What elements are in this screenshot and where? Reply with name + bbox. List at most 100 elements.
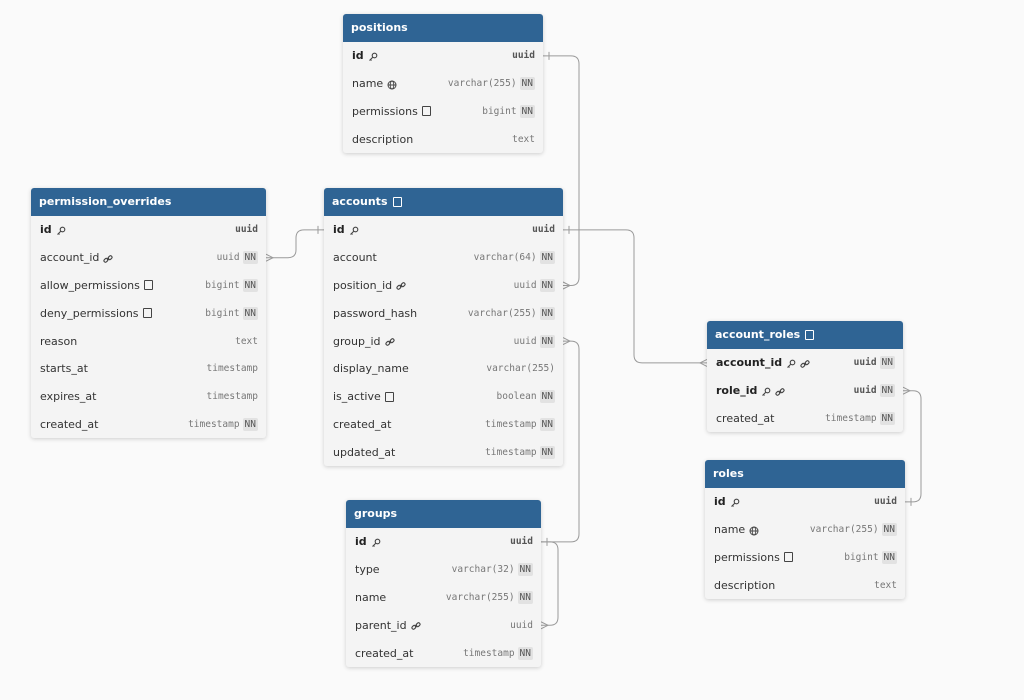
column-name: permissions [714, 551, 793, 564]
not-null-badge: NN [519, 77, 535, 91]
column-type: bigint [482, 105, 517, 117]
note-icon [783, 552, 793, 563]
column-type: uuid [513, 279, 537, 291]
column-name-text: created_at [333, 417, 392, 431]
link-accounts-accountroles [563, 229, 707, 364]
not-null-badge: NN [517, 563, 533, 577]
column-type: timestamp [206, 391, 258, 403]
column-name-text: role_id [716, 384, 758, 398]
table-header[interactable]: accounts [324, 188, 563, 216]
not-null-badge: NN [539, 334, 555, 348]
table-name: account_roles [715, 328, 801, 341]
key-icon [56, 226, 66, 236]
column-name: created_at [333, 418, 391, 431]
not-null-badge: NN [539, 445, 555, 459]
column-type: uuid [216, 252, 240, 264]
column-name-text: id [714, 495, 726, 509]
column-name-text: permissions [352, 104, 418, 118]
many-marker [902, 386, 912, 395]
column-row[interactable]: id uuid [705, 488, 905, 516]
table-header[interactable]: permission_overrides [31, 188, 266, 216]
column-name-text: expires_at [40, 390, 97, 404]
link-icon [396, 281, 406, 291]
link-accounts-overrides [266, 229, 324, 259]
table-name: accounts [332, 195, 388, 208]
column-name-text: name [714, 523, 746, 537]
not-null-badge: NN [539, 390, 555, 404]
key-icon [368, 52, 378, 62]
table-header[interactable]: roles [705, 460, 905, 488]
column-type: timestamp [463, 647, 515, 659]
column-name-text: reason [40, 334, 78, 348]
column-name-text: id [40, 223, 52, 237]
many-marker [265, 253, 275, 262]
column-name: name [352, 77, 397, 90]
not-null-badge: NN [539, 306, 555, 320]
column-row[interactable]: id uuid [324, 216, 563, 244]
column-type: uuid [532, 224, 555, 236]
column-name: allow_permissions [40, 279, 153, 292]
column-name-text: created_at [716, 411, 775, 425]
table-header[interactable]: groups [346, 500, 541, 528]
column-type: bigint [844, 551, 879, 563]
column-name: account_id [40, 251, 113, 264]
not-null-badge: NN [879, 384, 895, 398]
table-name: permission_overrides [39, 195, 172, 208]
table-header[interactable]: account_roles [707, 321, 903, 349]
note-icon [392, 197, 402, 207]
column-name-text: created_at [40, 417, 99, 431]
table-header[interactable]: positions [343, 14, 543, 42]
column-name: name [714, 523, 759, 536]
column-name-text: account_id [40, 251, 100, 265]
column-type: uuid [874, 496, 897, 508]
column-name: created_at [40, 418, 98, 431]
column-name: expires_at [40, 390, 96, 403]
column-name: group_id [333, 335, 395, 348]
column-name-text: account [333, 251, 377, 265]
column-name-text: password_hash [333, 306, 418, 320]
column-name: parent_id [355, 619, 421, 632]
column-name: id [333, 223, 359, 236]
column-row[interactable]: expires_at timestamp [31, 383, 266, 411]
key-icon [371, 538, 381, 548]
column-name-text: deny_permissions [40, 306, 139, 320]
not-null-badge: NN [879, 411, 895, 425]
